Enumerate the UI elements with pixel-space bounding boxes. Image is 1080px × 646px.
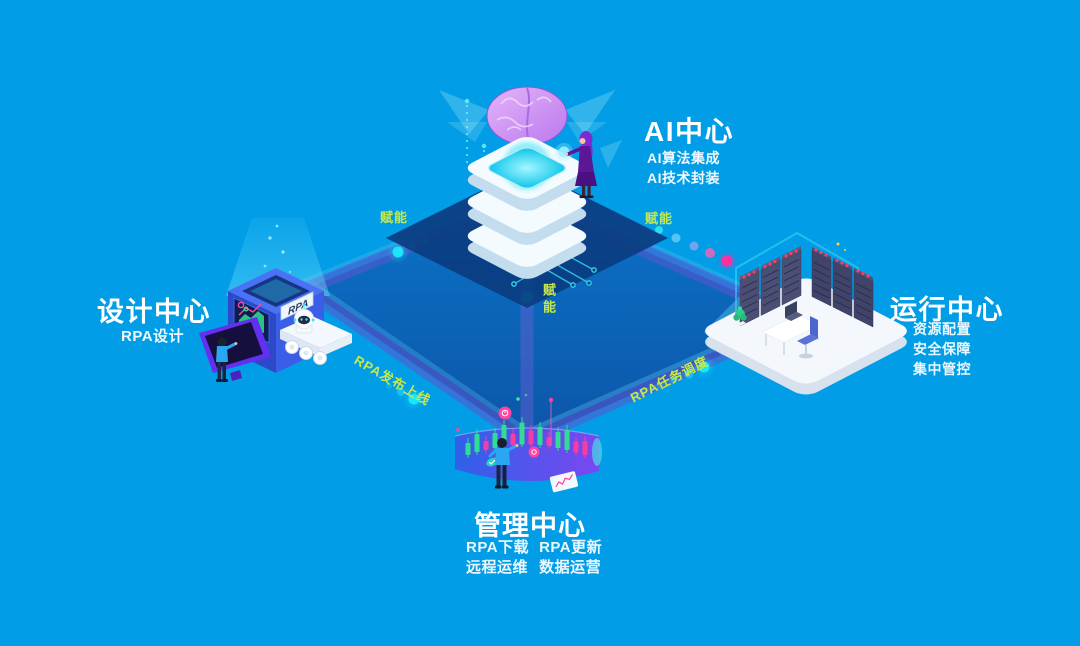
office-chair: [797, 316, 819, 359]
design-center-title: 设计中心: [97, 297, 211, 327]
management-feature-1: RPA下载: [466, 539, 530, 556]
operation-center-illustration: [704, 231, 907, 395]
trail-management-operation: [657, 358, 713, 389]
server-racks-left: [739, 246, 802, 327]
management-feature-3: 远程运维: [466, 559, 529, 576]
center-diamond: [305, 199, 801, 441]
edge-label-ai-to-operation: 赋能: [645, 211, 674, 226]
dashboard-screen: [454, 427, 602, 482]
designer-figure: [216, 337, 238, 382]
light-beam: [226, 218, 330, 296]
edge-label-ai-to-management: 赋能: [541, 283, 556, 317]
ai-center-features: AI算法集成 AI技术封装: [647, 148, 720, 188]
laptop-icon: [785, 301, 803, 321]
operation-feature-1: 资源配置: [913, 321, 971, 337]
ai-operator-figure: [555, 131, 622, 199]
management-center-illustration: [454, 393, 602, 493]
operation-feature-3: 集中管控: [913, 361, 971, 377]
operation-center-features: 资源配置 安全保障 集中管控: [913, 319, 971, 379]
server-racks-right: [811, 242, 874, 328]
robot-conveyor: [280, 303, 352, 365]
design-center-feature: RPA设计: [121, 328, 185, 345]
candlestick-bars: [465, 417, 588, 458]
badge-icons: [456, 393, 579, 493]
manager-figure: [488, 438, 519, 489]
operation-center-title: 运行中心: [890, 295, 1004, 325]
ai-feature-1: AI算法集成: [647, 150, 720, 166]
management-feature-4: 数据运营: [539, 559, 602, 576]
edge-label-design-to-ai: 赋能: [380, 210, 409, 225]
management-center-title: 管理中心: [474, 511, 586, 541]
ai-stack: [467, 137, 587, 279]
trail-ai-operation: [655, 226, 735, 269]
trail-design-management: [386, 383, 423, 408]
robot-icon: [293, 303, 315, 334]
management-center-features: RPA下载 RPA更新 远程运维 数据运营: [466, 538, 602, 578]
desk: [761, 301, 821, 355]
ai-center-illustration: [386, 86, 668, 308]
management-feature-2: RPA更新: [539, 539, 603, 556]
design-center-illustration: RPA: [199, 218, 352, 382]
plant-icon: [733, 306, 747, 327]
brain-icon: [439, 86, 615, 146]
band-design-management: [298, 282, 534, 448]
ai-center-title: AI中心: [644, 116, 735, 147]
operation-feature-2: 安全保障: [913, 341, 971, 357]
ai-feature-2: AI技术封装: [647, 170, 720, 186]
